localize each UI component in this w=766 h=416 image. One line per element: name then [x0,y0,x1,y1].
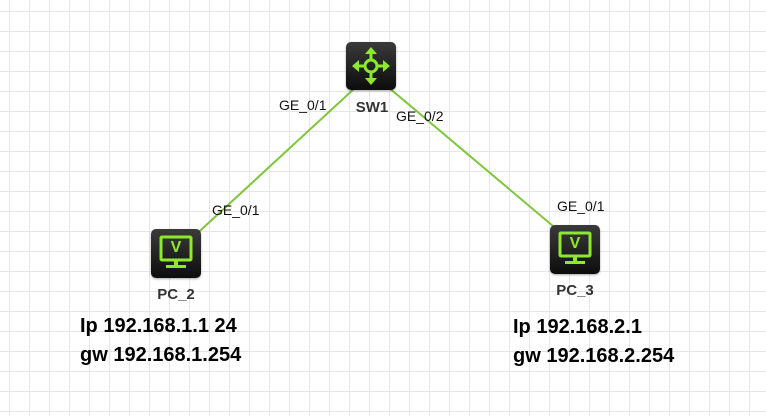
monitor-screen-letter: V [569,235,581,252]
port-label-sw1-ge02: GE_0/2 [396,108,444,124]
link-sw1-pc3[interactable] [387,86,567,238]
note-pc2-config: Ip 192.168.1.1 24 gw 192.168.1.254 [80,312,241,370]
device-label-sw1: SW1 [355,99,389,116]
port-label-pc3-ge01: GE_0/1 [557,198,605,214]
pc-pc3[interactable]: V [550,225,600,274]
switch-arrows-icon [352,47,390,85]
port-label-sw1-ge01: GE_0/1 [279,97,327,113]
note-pc2-ip: Ip 192.168.1.1 24 [80,315,237,337]
note-pc2-gw: gw 192.168.1.254 [80,344,242,366]
note-pc3-gw: gw 192.168.2.254 [513,345,675,367]
monitor-icon [159,235,193,268]
port-label-pc2-ge01: GE_0/1 [212,202,260,218]
note-pc3-ip: Ip 192.168.2.1 [513,316,642,338]
monitor-icon [558,231,592,264]
device-label-pc3: PC_3 [556,282,594,299]
pc-pc2[interactable]: V [151,229,201,278]
device-label-pc2: PC_2 [157,286,195,303]
link-sw1-pc2[interactable] [189,86,357,241]
switch-sw1[interactable] [346,42,396,90]
note-pc3-config: Ip 192.168.2.1 gw 192.168.2.254 [513,313,674,371]
monitor-screen-letter: V [170,239,182,256]
